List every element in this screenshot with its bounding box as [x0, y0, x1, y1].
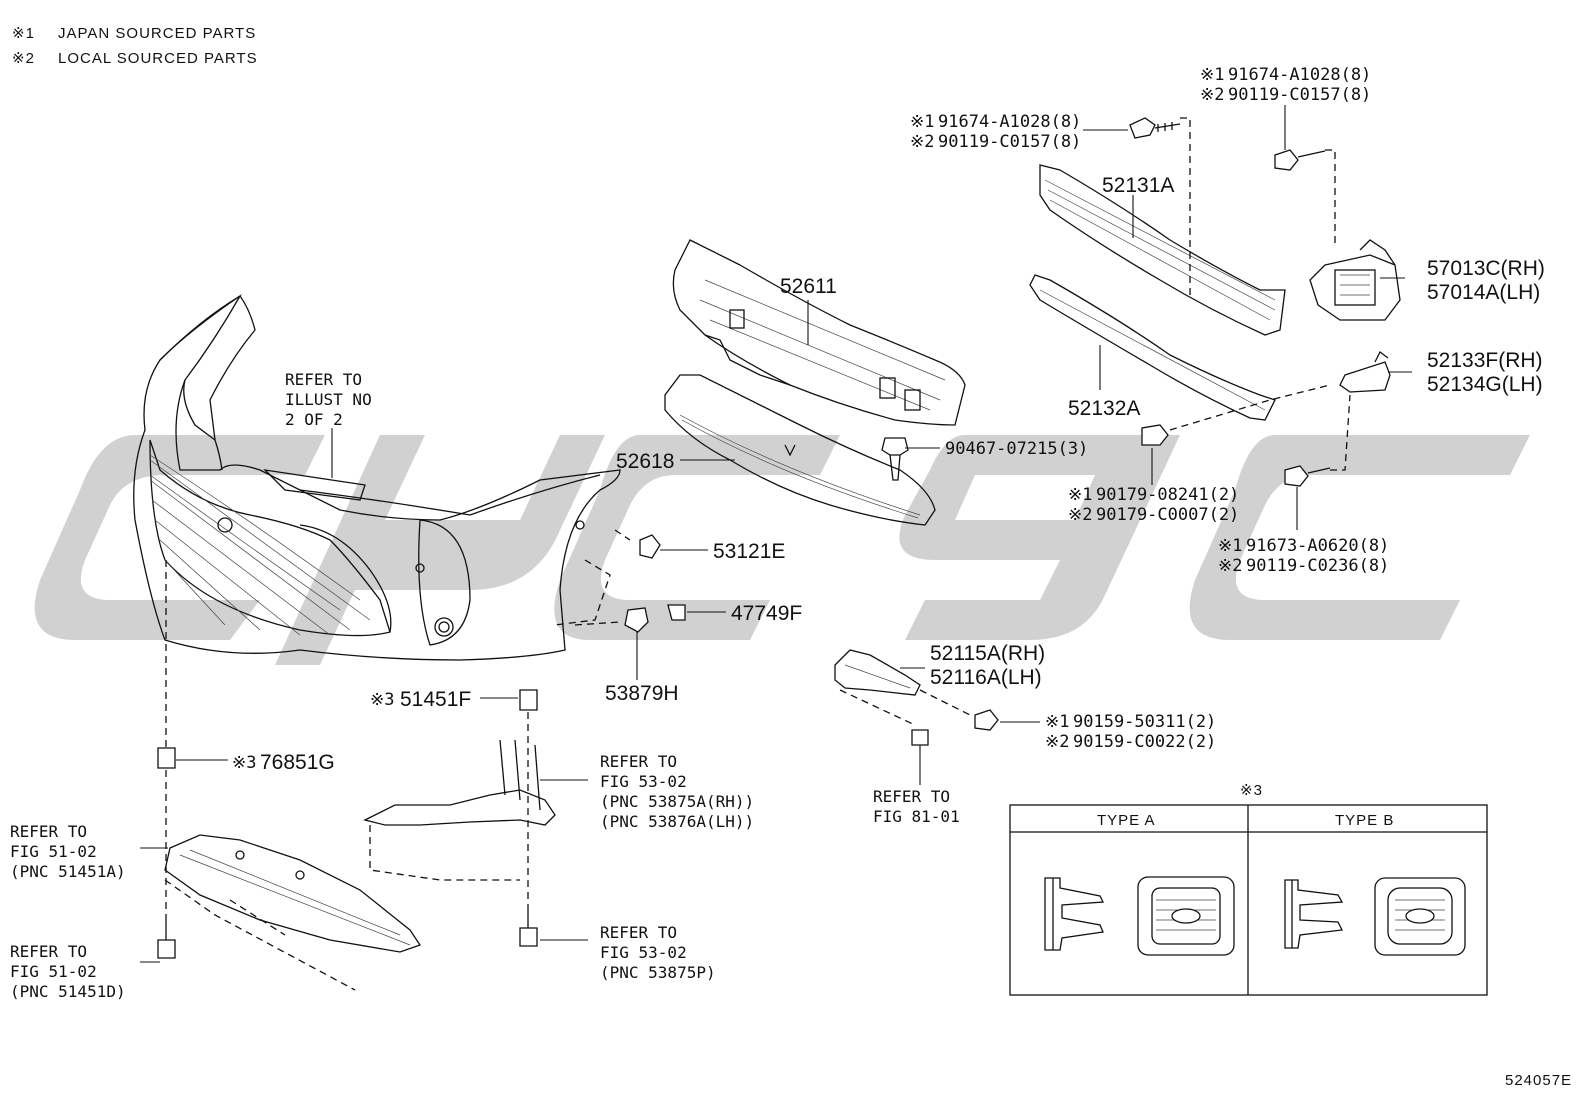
label-57013c: 57013C(RH) — [1427, 257, 1545, 280]
label-53879h: 53879H — [605, 682, 679, 705]
label-52131a: 52131A — [1102, 174, 1174, 197]
under-cover-drawings — [164, 739, 556, 953]
mark-1-top-right: ※1 — [1200, 65, 1224, 85]
label-mark3-76851g: ※3 — [232, 753, 256, 773]
refer-53-02-a-line-1: REFER TO — [600, 752, 677, 771]
label-52132a: 52132A — [1068, 397, 1140, 420]
type-a-clip-side-icon — [1044, 877, 1105, 951]
type-b-header: TYPE B — [1335, 812, 1394, 829]
refer-fig-53-02-b: REFER TO FIG 53-02 (PNC 53875P) — [600, 923, 716, 982]
refer-53-02-b-line-1: REFER TO — [600, 923, 677, 942]
absorber-52611-drawing — [672, 239, 966, 426]
label-52134g: 52134G(LH) — [1427, 373, 1543, 396]
label-52611: 52611 — [780, 275, 837, 298]
refer-illust: REFER TO ILLUST NO 2 OF 2 — [285, 370, 372, 429]
label-mark3-51451f: ※3 — [370, 690, 394, 710]
label-52133f: 52133F(RH) — [1427, 349, 1543, 372]
mark-1-nut: ※1 — [1068, 485, 1092, 505]
fastener-top-mid-1: 91674-A1028(8) — [938, 112, 1081, 132]
fastener-screw-1: 90159-50311(2) — [1073, 712, 1216, 732]
label-76851g: 76851G — [260, 751, 335, 774]
spoiler-52618-drawing — [664, 374, 936, 526]
refer-53-02-a-line-2: FIG 53-02 — [600, 772, 687, 791]
mark-2-top-right: ※2 — [1200, 85, 1224, 105]
refer-fig-53-02-a: REFER TO FIG 53-02 (PNC 53875A(RH)) (PNC… — [600, 752, 754, 831]
fastener-top-right-2: 90119-C0157(8) — [1228, 85, 1371, 105]
label-47749f: 47749F — [731, 602, 802, 625]
beam-52131a-drawing — [1039, 164, 1286, 336]
beam-52132a-drawing — [1029, 274, 1276, 421]
refer-51-02-a-line-3: (PNC 51451A) — [10, 862, 126, 881]
figure-id: 524057E — [1505, 1072, 1572, 1089]
watermark-logo — [34, 435, 1530, 665]
leader-lines — [140, 105, 1412, 963]
refer-53-02-a-line-4: (PNC 53876A(LH)) — [600, 812, 754, 831]
type-b-clip-side-icon — [1284, 879, 1344, 949]
bracket-57013c-drawing — [1309, 239, 1401, 321]
fastener-screw-2: 90159-C0022(2) — [1073, 732, 1216, 752]
label-53121e: 53121E — [713, 540, 785, 563]
fastener-bolt-r-2: 90119-C0236(8) — [1246, 556, 1389, 576]
refer-51-02-b-line-1: REFER TO — [10, 942, 87, 961]
note-local-sourced: LOCAL SOURCED PARTS — [58, 50, 258, 67]
fastener-nut-1: 90179-08241(2) — [1096, 485, 1239, 505]
bracket-52133f-drawing — [1339, 351, 1391, 393]
mark-1-screw: ※1 — [1045, 712, 1069, 732]
note-mark-1: ※1 — [12, 25, 35, 42]
refer-51-02-b-line-2: FIG 51-02 — [10, 962, 97, 981]
refer-81-01-line-2: FIG 81-01 — [873, 807, 960, 826]
mark-2-screw: ※2 — [1045, 732, 1069, 752]
label-52618: 52618 — [616, 450, 674, 473]
refer-illust-line-1: REFER TO — [285, 370, 362, 389]
type-a-clip-top-icon — [1137, 876, 1235, 956]
note-mark-2: ※2 — [12, 50, 35, 67]
label-51451f: 51451F — [400, 688, 471, 711]
retainer-52115a-drawing — [834, 649, 921, 696]
fastener-glyphs — [157, 117, 1331, 959]
mark-2-top-mid: ※2 — [910, 132, 934, 152]
refer-51-02-b-line-3: (PNC 51451D) — [10, 982, 126, 1001]
label-90467: 90467-07215(3) — [945, 439, 1088, 459]
type-table: ※3 TYPE A TYPE B — [1009, 782, 1488, 996]
refer-fig-51-02-b: REFER TO FIG 51-02 (PNC 51451D) — [10, 942, 126, 1001]
type-table-mark: ※3 — [1240, 782, 1263, 799]
assembly-dashed-lines — [164, 117, 1351, 991]
refer-illust-line-3: 2 OF 2 — [285, 410, 343, 429]
fastener-bolt-r-1: 91673-A0620(8) — [1246, 536, 1389, 556]
refer-fig-81-01: REFER TO FIG 81-01 — [873, 787, 960, 826]
type-a-header: TYPE A — [1097, 812, 1156, 829]
refer-fig-51-02-a: REFER TO FIG 51-02 (PNC 51451A) — [10, 822, 126, 881]
label-52115a: 52115A(RH) — [930, 642, 1045, 665]
fastener-nut-2: 90179-C0007(2) — [1096, 505, 1239, 525]
mark-2-nut: ※2 — [1068, 505, 1092, 525]
bumper-cover-drawing — [133, 294, 621, 661]
fastener-top-mid-2: 90119-C0157(8) — [938, 132, 1081, 152]
refer-53-02-b-line-3: (PNC 53875P) — [600, 963, 716, 982]
refer-illust-line-2: ILLUST NO — [285, 390, 372, 409]
refer-81-01-line-1: REFER TO — [873, 787, 950, 806]
note-japan-sourced: JAPAN SOURCED PARTS — [58, 25, 256, 42]
refer-51-02-a-line-2: FIG 51-02 — [10, 842, 97, 861]
label-52116a: 52116A(LH) — [930, 666, 1042, 689]
refer-53-02-a-line-3: (PNC 53875A(RH)) — [600, 792, 754, 811]
fastener-top-right-1: 91674-A1028(8) — [1228, 65, 1371, 85]
label-57014a: 57014A(LH) — [1427, 281, 1540, 304]
refer-51-02-a-line-1: REFER TO — [10, 822, 87, 841]
mark-1-top-mid: ※1 — [910, 112, 934, 132]
refer-53-02-b-line-2: FIG 53-02 — [600, 943, 687, 962]
type-b-clip-top-icon — [1374, 877, 1466, 956]
mark-2-bolt-r: ※2 — [1218, 556, 1242, 576]
mark-1-bolt-r: ※1 — [1218, 536, 1242, 556]
